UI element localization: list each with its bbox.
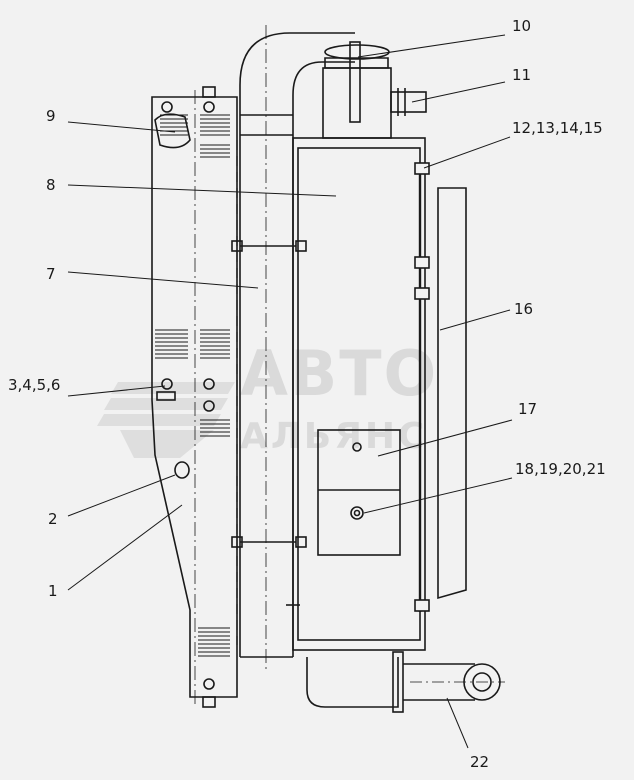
callout-9: 9 <box>46 107 56 125</box>
callout-2: 2 <box>48 510 58 528</box>
callout-7: 7 <box>46 265 56 283</box>
watermark-stripes <box>97 382 235 458</box>
mounting-hole <box>174 461 190 479</box>
watermark-line2: АЛЬЯНС <box>240 416 427 457</box>
callout-18-21: 18,19,20,21 <box>515 460 606 478</box>
callout-3-6: 3,4,5,6 <box>8 376 60 394</box>
leader-lines <box>67 34 513 749</box>
vertical-pipe <box>236 25 355 670</box>
callout-17: 17 <box>518 400 537 418</box>
callout-10: 10 <box>512 17 531 35</box>
callout-16: 16 <box>514 300 533 318</box>
clamp-plate <box>154 113 191 149</box>
side-shroud <box>437 187 467 600</box>
callout-12-15: 12,13,14,15 <box>512 119 603 137</box>
filler-neck <box>322 41 427 139</box>
callout-22: 22 <box>470 753 489 771</box>
outlet-pipe <box>306 651 505 713</box>
callout-11: 11 <box>512 66 531 84</box>
callout-labels: 10 11 12,13,14,15 9 8 7 16 3,4,5,6 17 18… <box>8 17 606 771</box>
watermark-logo: АВТО АЛЬЯНС <box>97 337 438 458</box>
callout-8: 8 <box>46 176 56 194</box>
drain-box <box>317 429 401 556</box>
radiator-core <box>231 137 430 651</box>
callout-1: 1 <box>48 582 58 600</box>
watermark-line1: АВТО <box>240 337 438 410</box>
side-bracket <box>151 86 238 708</box>
